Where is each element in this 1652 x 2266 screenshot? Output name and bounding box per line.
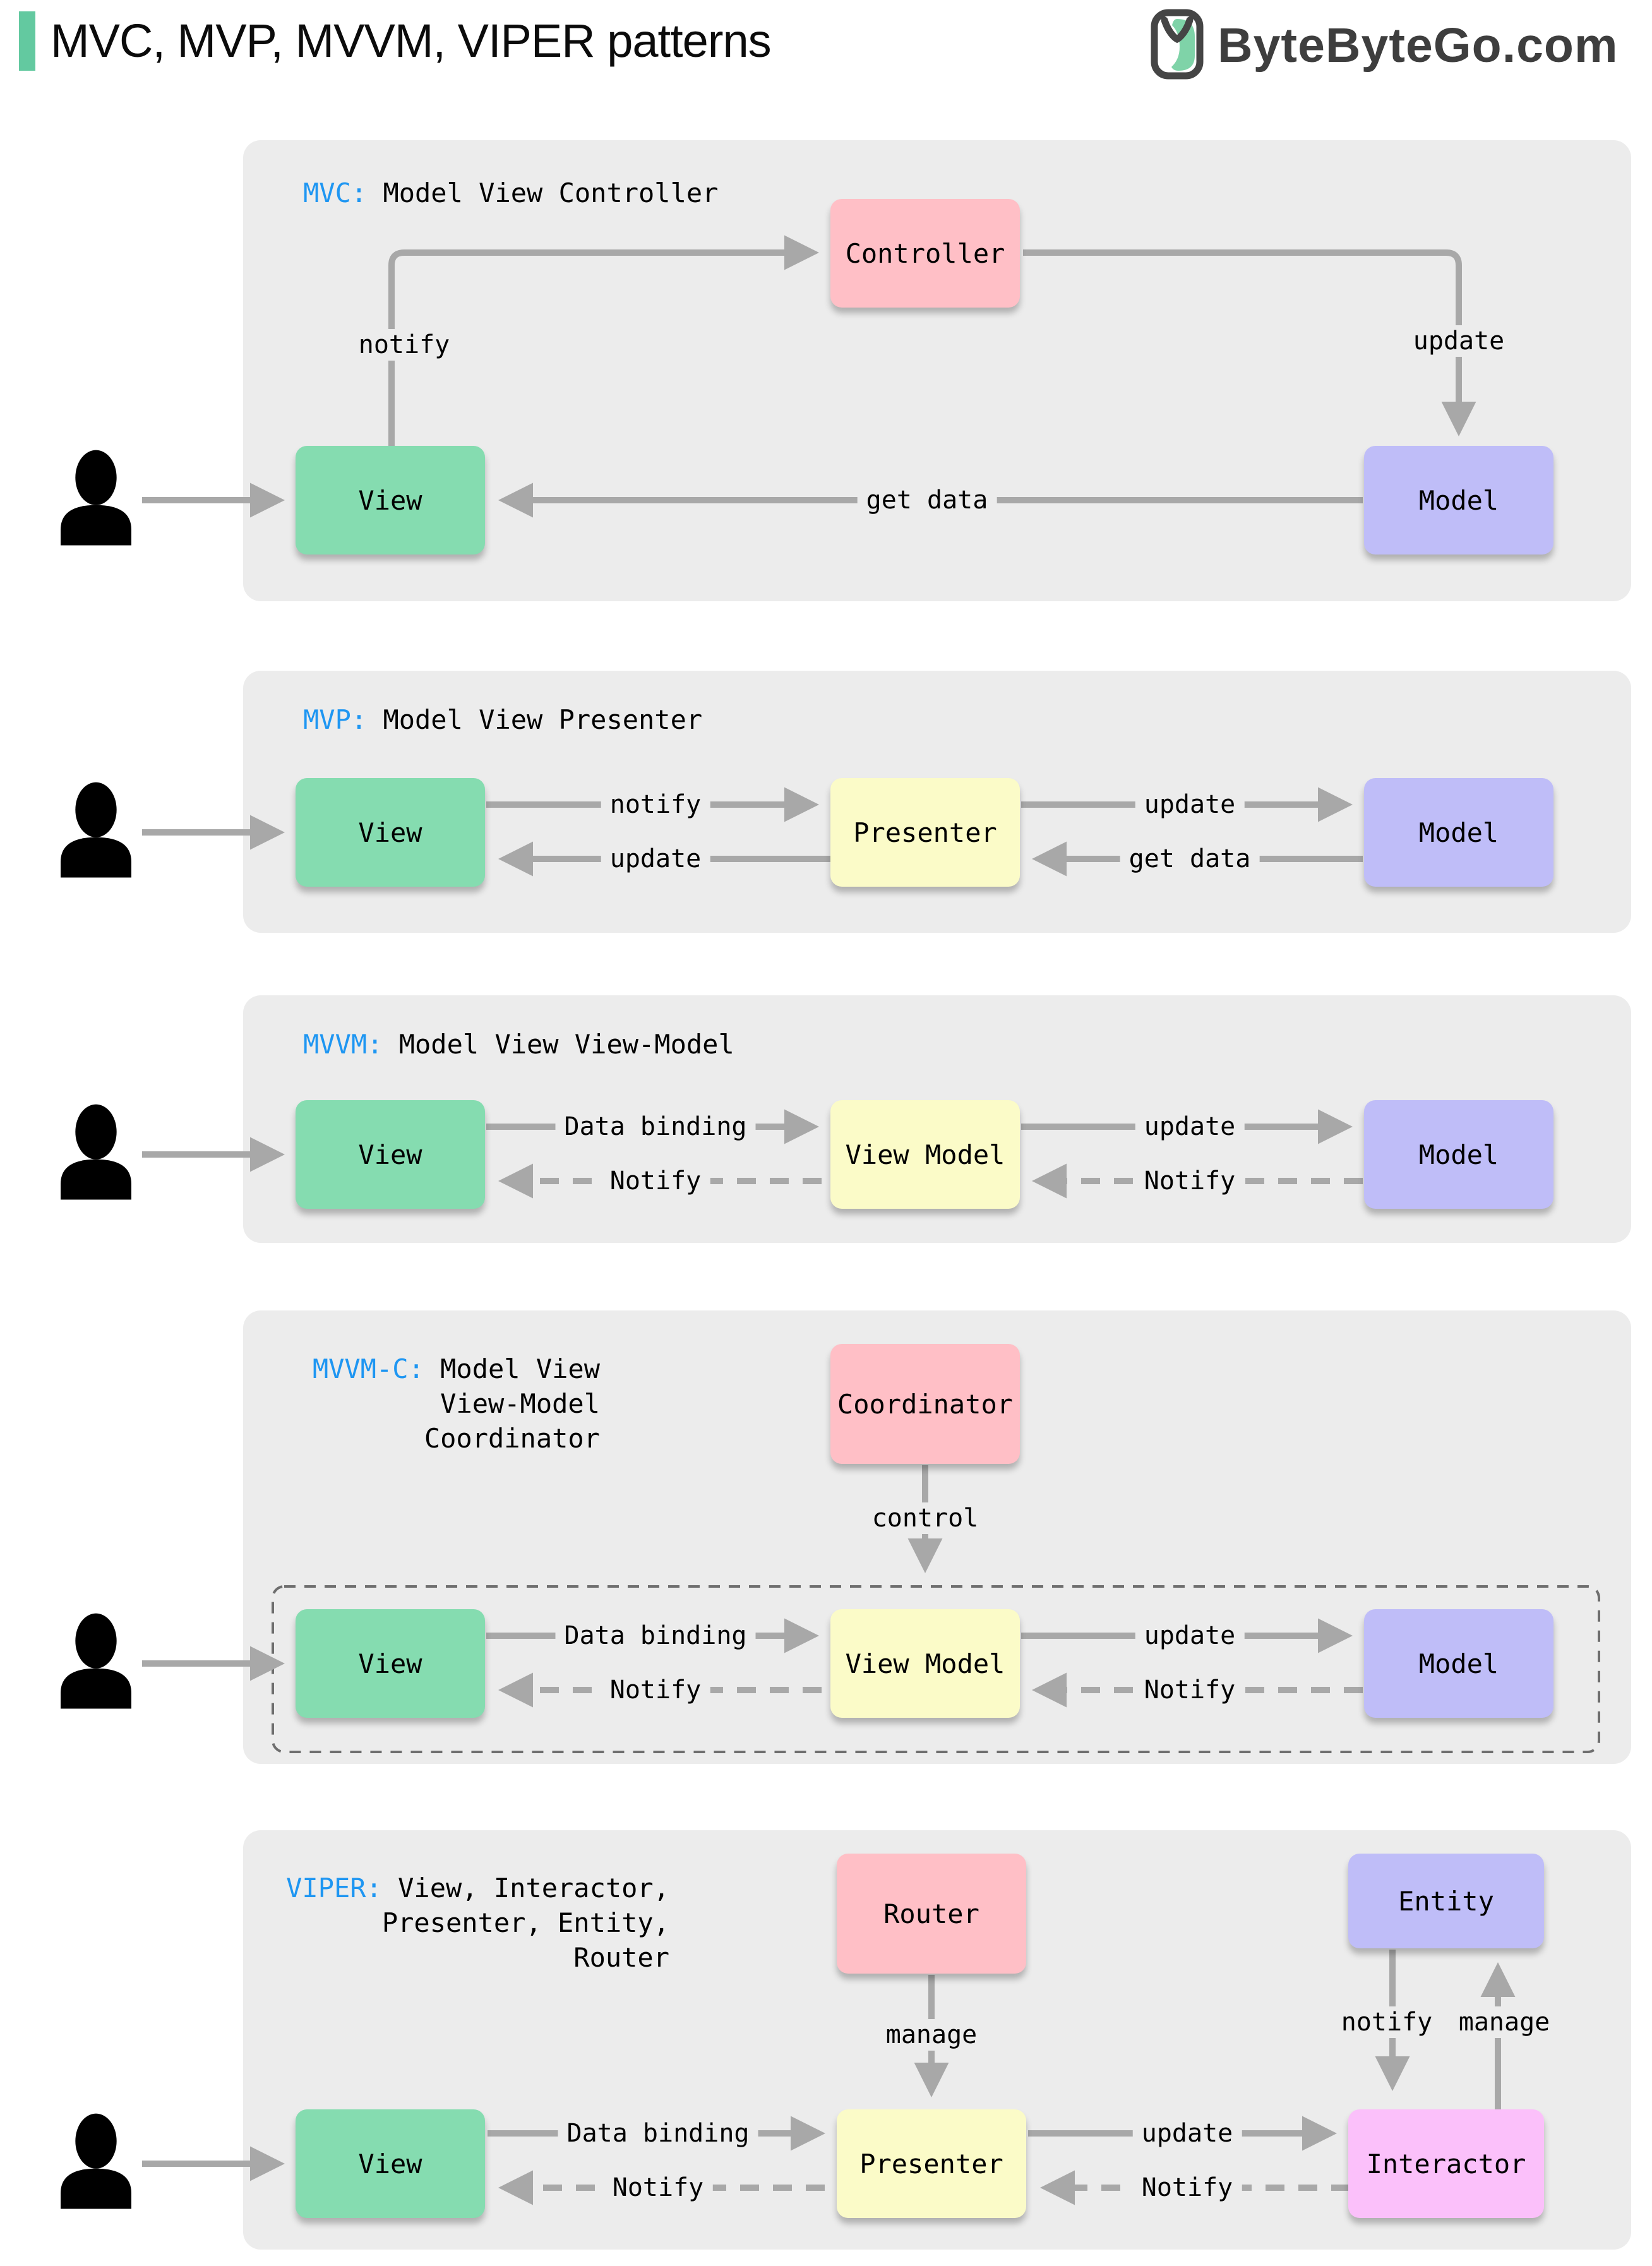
- mvc-controller-box: Controller: [830, 199, 1020, 308]
- user-icon-mvc: [52, 450, 140, 553]
- viper-notify-entity-label: notify: [1332, 2006, 1442, 2038]
- mvvmc-model-box: Model: [1364, 1609, 1553, 1718]
- viper-notify-right-label: Notify: [1132, 2172, 1242, 2203]
- viper-interactor-box: Interactor: [1348, 2109, 1544, 2218]
- mvp-title: MVP: Model View Presenter: [303, 704, 703, 735]
- mvp-getdata-label: get data: [1120, 843, 1260, 875]
- mvvm-model-box: Model: [1364, 1100, 1553, 1209]
- viper-manage-entity-label: manage: [1449, 2006, 1559, 2038]
- viper-databinding-label: Data binding: [558, 2118, 758, 2149]
- mvp-title-prefix: MVP:: [303, 704, 368, 735]
- mvvmc-notify-left-label: Notify: [601, 1674, 710, 1706]
- title-accent-bar: [19, 11, 35, 71]
- mvc-update-label: update: [1404, 325, 1514, 357]
- brand-logo: ByteByteGo.com: [1151, 9, 1618, 82]
- mvvmc-title-prefix: MVVM-C:: [312, 1353, 424, 1384]
- mvvmc-viewmodel-box: View Model: [830, 1609, 1020, 1718]
- mvvm-databinding-label: Data binding: [555, 1111, 756, 1142]
- mvp-notify-label: notify: [601, 789, 710, 820]
- mvvmc-notify-right-label: Notify: [1135, 1674, 1245, 1706]
- page-title: MVC, MVP, MVVM, VIPER patterns: [51, 15, 772, 67]
- mvvmc-update-label: update: [1135, 1620, 1245, 1652]
- mvp-presenter-box: Presenter: [830, 778, 1020, 887]
- mvvm-notify-right-label: Notify: [1135, 1165, 1245, 1197]
- viper-update-label: update: [1132, 2118, 1242, 2149]
- mvvmc-title: MVVM-C: Model View View-Model Coordinato…: [312, 1353, 600, 1454]
- mvvmc-databinding-label: Data binding: [555, 1620, 756, 1652]
- mvc-notify-label: notify: [349, 329, 459, 361]
- viper-title-prefix: VIPER:: [286, 1873, 382, 1903]
- mvc-title-prefix: MVC:: [303, 177, 368, 208]
- mvc-getdata-label: get data: [857, 484, 997, 516]
- bytebytego-icon: [1151, 9, 1204, 82]
- mvvm-notify-left-label: Notify: [601, 1165, 710, 1197]
- viper-presenter-box: Presenter: [837, 2109, 1026, 2218]
- mvvmc-coordinator-box: Coordinator: [830, 1344, 1020, 1464]
- mvc-view-box: View: [296, 446, 485, 555]
- mvvm-view-box: View: [296, 1100, 485, 1209]
- mvvmc-control-label: control: [863, 1502, 988, 1534]
- mvp-model-box: Model: [1364, 778, 1553, 887]
- mvp-update-top-label: update: [1135, 789, 1245, 820]
- mvc-model-box: Model: [1364, 446, 1553, 555]
- mvvm-title: MVVM: Model View View-Model: [303, 1029, 734, 1060]
- user-icon-mvvm: [52, 1104, 140, 1208]
- viper-title: VIPER: View, Interactor, Presenter, Enti…: [286, 1873, 669, 1973]
- mvvmc-view-box: View: [296, 1609, 485, 1718]
- viper-view-box: View: [296, 2109, 485, 2218]
- mvc-title: MVC: Model View Controller: [303, 177, 719, 208]
- viper-router-box: Router: [837, 1854, 1026, 1974]
- user-icon-viper: [52, 2113, 140, 2217]
- user-icon-mvp: [52, 782, 140, 885]
- viper-notify-left-label: Notify: [603, 2172, 713, 2203]
- user-icon-mvvmc: [52, 1613, 140, 1717]
- arrow-controller-to-model: [1023, 249, 1476, 436]
- mvvm-title-prefix: MVVM:: [303, 1029, 383, 1060]
- mvp-update-bottom-label: update: [601, 843, 710, 875]
- mvvm-update-label: update: [1135, 1111, 1245, 1142]
- viper-manage-router-label: manage: [877, 2019, 986, 2051]
- arrow-view-to-controller: [388, 235, 819, 447]
- mvvm-viewmodel-box: View Model: [830, 1100, 1020, 1209]
- brand-name: ByteByteGo.com: [1218, 18, 1619, 73]
- viper-entity-box: Entity: [1348, 1854, 1544, 1948]
- mvp-view-box: View: [296, 778, 485, 887]
